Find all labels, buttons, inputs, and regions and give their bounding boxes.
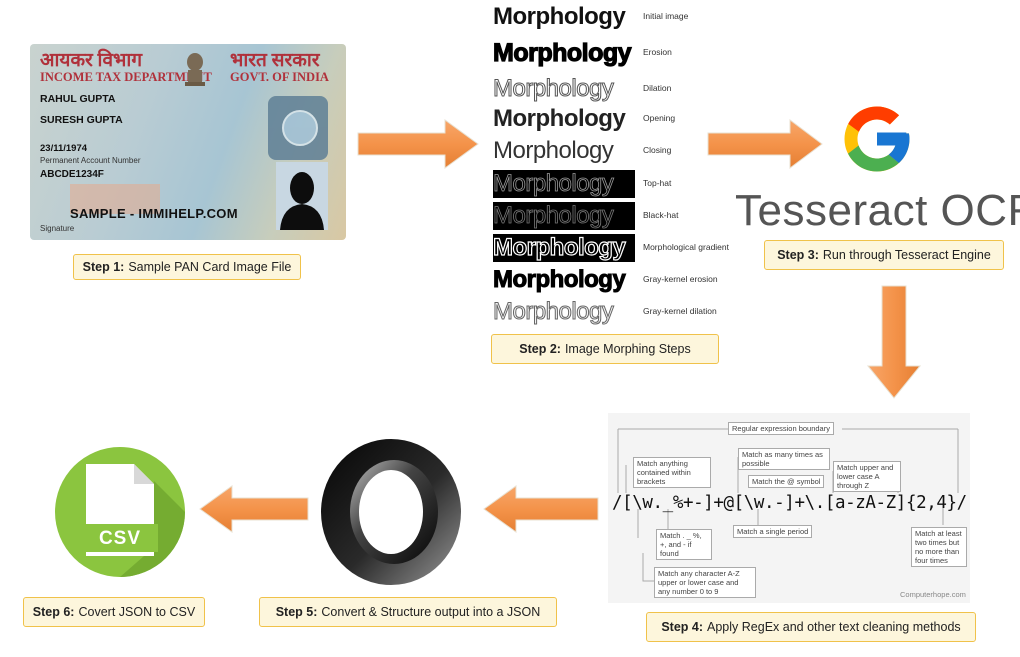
regex-note-period: Match a single period [733,525,813,538]
pan-name: RAHUL GUPTA [40,93,116,105]
hologram [268,96,328,160]
morph-label-blackhat: Black-hat [643,210,679,220]
regex-boundary-note: Regular expression boundary [728,422,834,435]
morph-gray-erosion: Morphology Gray-kernel erosion [493,266,733,294]
step5-number: Step 5: [275,605,318,619]
morph-sample-gray-erosion: Morphology [493,266,627,294]
morph-sample-opening: Morphology [493,105,626,132]
morph-label-gradient: Morphological gradient [643,242,729,252]
arrow-step2-to-step3 [707,119,823,169]
step6-caption: Step 6:Covert JSON to CSV [23,597,205,627]
step6-text: Covert JSON to CSV [78,605,196,619]
morph-label-gray-dilation: Gray-kernel dilation [643,306,717,316]
morph-gradient: Morphology Morphological gradient [492,233,733,262]
morph-gray-dilation: Morphology Gray-kernel dilation [493,298,733,326]
pan-hindi-right: भारत सरकार [230,50,320,71]
regex-note-at: Match the @ symbol [748,475,825,488]
step5-caption: Step 5:Convert & Structure output into a… [259,597,557,627]
morph-sample-blackhat: Morphology [493,202,635,230]
regex-note-count: Match at least two times but no more tha… [911,527,967,567]
arrow-step4-to-step5 [483,485,599,533]
pan-signature-label: Signature [40,224,75,233]
morph-label-closing: Closing [643,145,672,155]
pan-father-name: SURESH GUPTA [40,114,123,126]
step1-number: Step 1: [82,260,125,274]
morph-sample-closing: Morphology [493,137,614,164]
morph-dilation: Morphology Dilation [493,75,733,103]
pan-number: ABCDE1234F [40,169,104,180]
step2-text: Image Morphing Steps [564,342,691,356]
google-g-logo-icon [844,106,910,172]
morph-sample-gray-dilation: Morphology [493,298,615,326]
regex-diagram: Regular expression boundary Match anythi… [608,413,970,603]
arrow-step5-to-step6 [199,485,309,533]
step2-number: Step 2: [519,342,561,356]
step3-caption: Step 3:Run through Tesseract Engine [764,240,1004,270]
morph-sample-gradient: Morphology [492,233,635,262]
step6-number: Step 6: [32,605,75,619]
morph-label-dilation: Dilation [643,83,672,93]
json-logo-icon [321,439,461,585]
step1-text: Sample PAN Card Image File [128,260,292,274]
emblem-icon [185,53,205,86]
regex-credit: Computerhope.com [900,590,966,599]
tesseract-title: Tesseract OCR [735,186,1020,235]
pan-watermark: SAMPLE - IMMIHELP.COM [70,206,238,221]
morph-label-erosion: Erosion [643,47,672,57]
regex-note-special: Match . _ %, +, and - if found [656,529,712,560]
step3-number: Step 3: [777,248,819,262]
step4-caption: Step 4:Apply RegEx and other text cleani… [646,612,976,642]
morph-sample-initial: Morphology [493,3,626,30]
step2-caption: Step 2:Image Morphing Steps [491,334,719,364]
morph-tophat: Morphology Top-hat [493,170,733,198]
morph-sample-tophat: Morphology [493,170,635,198]
regex-pattern: /[\w._%+-]+@[\w.-]+\.[a-zA-Z]{2,4}/ [612,493,967,513]
morph-label-tophat: Top-hat [643,178,672,188]
morph-label-gray-erosion: Gray-kernel erosion [643,274,718,284]
morph-label-initial: Initial image [643,11,689,21]
csv-label: CSV [98,528,142,549]
step3-text: Run through Tesseract Engine [822,248,991,262]
regex-note-brackets: Match anything contained within brackets [633,457,711,488]
photo-silhouette [276,162,328,230]
step1-caption: Step 1:Sample PAN Card Image File [73,254,301,280]
morph-sample-dilation: Morphology [493,75,615,103]
morph-opening: Morphology Opening [493,105,733,133]
step4-text: Apply RegEx and other text cleaning meth… [707,620,961,634]
arrow-step1-to-step2 [357,119,479,169]
regex-note-greedy: Match as many times as possible [738,448,830,470]
signature-area [70,184,160,214]
arrow-step3-to-step4 [866,285,922,399]
regex-note-az: Match upper and lower case A through Z [833,461,901,492]
pan-dob: 23/11/1974 [40,143,88,154]
pan-card-image: आयकर विभाग भारत सरकार INCOME TAX DEPARTM… [30,44,346,240]
step5-text: Convert & Structure output into a JSON [321,605,541,619]
regex-note-alnum: Match any character A-Z upper or lower c… [654,567,756,598]
morph-label-opening: Opening [643,113,676,123]
pan-hindi-left: आयकर विभाग [40,50,143,71]
morph-sample-erosion: Morphology [492,38,632,67]
morph-closing: Morphology Closing [493,137,733,165]
step4-number: Step 4: [661,620,704,634]
pan-govt: GOVT. OF INDIA [230,70,329,84]
morph-erosion: Morphology Erosion [492,38,733,67]
csv-file-icon [55,447,185,577]
morph-blackhat: Morphology Black-hat [493,202,733,230]
pan-number-label: Permanent Account Number [40,156,141,165]
pan-dept: INCOME TAX DEPARTMENT [40,70,212,84]
morph-initial: Morphology Initial image [493,3,733,31]
